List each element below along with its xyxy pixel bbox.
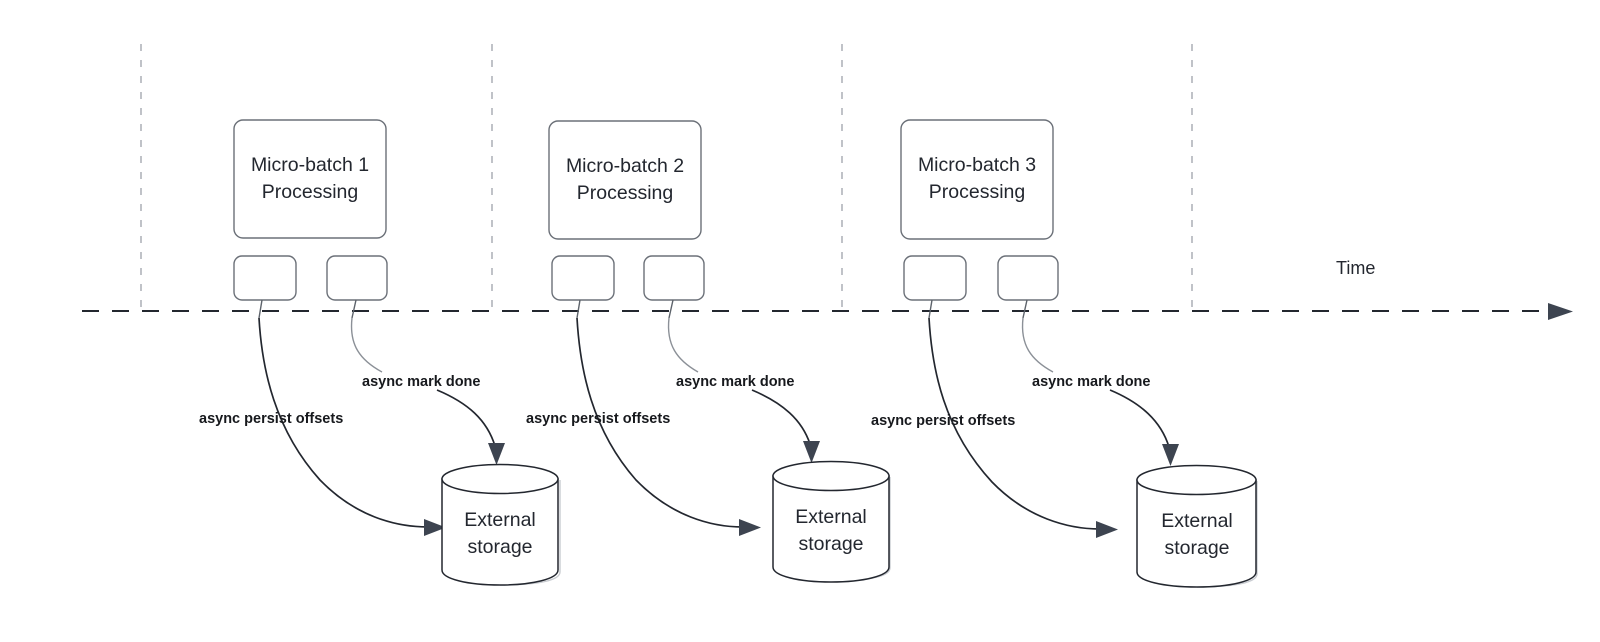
edge-arrowhead-mb1-persist [424, 519, 446, 536]
storage-cylinder-1[interactable]: External storage [441, 463, 561, 586]
edge-arrowhead-mb3-persist [1096, 521, 1118, 538]
task-box-mb3-task-b[interactable] [997, 255, 1059, 301]
edge-label-mb2-persist: async persist offsets [526, 411, 670, 427]
storage-label-line1: External [464, 509, 536, 531]
edge-arrowhead-mb3-mark [1162, 444, 1179, 466]
process-box-micro-batch-2[interactable] [548, 120, 702, 240]
arrow-right-icon [1548, 303, 1573, 320]
edge-mb1-mark-upper [350, 317, 383, 373]
task-stem-mb2-b [668, 299, 674, 319]
edge-mb3-mark-lower [1109, 389, 1170, 448]
task-box-mb2-task-b[interactable] [643, 255, 705, 301]
storage-cylinder-2[interactable]: External storage [772, 460, 891, 583]
boundary-ticks [140, 44, 1193, 316]
micro-batch-2-group: Micro-batch 2 Processing async persist o… [526, 120, 891, 583]
micro-batch-3-group: Micro-batch 3 Processing async persist o… [871, 119, 1258, 588]
process-box-label-line2: Processing [262, 181, 358, 203]
cylinder-top-3 [1136, 464, 1257, 496]
edge-label-mb3-mark: async mark done [1032, 374, 1150, 390]
process-box-micro-batch-3[interactable] [900, 119, 1054, 240]
task-stem-mb3-a [928, 299, 933, 319]
edge-arrowhead-mb1-mark [488, 443, 505, 465]
storage-label-line2: storage [1164, 537, 1229, 559]
edge-label-mb1-persist: async persist offsets [199, 411, 343, 427]
edge-label-mb2-mark: async mark done [676, 374, 794, 390]
process-box-label-line2: Processing [929, 181, 1025, 203]
task-box-mb2-task-a[interactable] [551, 255, 615, 301]
edge-mb2-mark-upper [667, 317, 699, 373]
task-stem-mb2-a [576, 299, 581, 319]
micro-batch-1-group: Micro-batch 1 Processing async persist o… [199, 119, 561, 586]
time-axis [82, 303, 1573, 320]
storage-label-line2: storage [798, 533, 863, 555]
cylinder-top-1 [441, 463, 559, 495]
task-box-mb1-task-b[interactable] [326, 255, 388, 301]
storage-cylinder-3[interactable]: External storage [1136, 464, 1258, 588]
task-box-mb1-task-a[interactable] [233, 255, 297, 301]
time-axis-label: Time [1336, 258, 1375, 278]
edge-mb2-persist [576, 317, 744, 528]
edge-label-mb3-persist: async persist offsets [871, 413, 1015, 429]
storage-label-line1: External [1161, 510, 1233, 532]
edge-mb3-mark-upper [1021, 317, 1054, 373]
edge-mb3-persist [928, 317, 1101, 530]
edge-mb1-persist [258, 317, 429, 528]
edge-mb1-mark-lower [436, 389, 496, 447]
task-stem-mb1-b [351, 299, 357, 319]
task-stem-mb1-a [258, 299, 263, 319]
cylinder-body-3 [1136, 479, 1257, 588]
storage-label-line2: storage [467, 536, 532, 558]
storage-label-line1: External [795, 506, 867, 528]
task-box-mb3-task-a[interactable] [903, 255, 967, 301]
cylinder-body-2 [772, 475, 890, 583]
edge-arrowhead-mb2-persist [739, 519, 761, 536]
edge-mb2-mark-lower [751, 389, 811, 445]
edge-label-mb1-mark: async mark done [362, 374, 480, 390]
task-stem-mb3-b [1022, 299, 1028, 319]
process-box-label-line1: Micro-batch 2 [566, 155, 684, 177]
process-box-micro-batch-1[interactable] [233, 119, 387, 239]
process-box-label-line1: Micro-batch 3 [918, 154, 1036, 176]
cylinder-top-2 [772, 460, 890, 492]
process-box-label-line1: Micro-batch 1 [251, 154, 369, 176]
cylinder-body-1 [441, 478, 559, 586]
edge-arrowhead-mb2-mark [803, 441, 820, 463]
process-box-label-line2: Processing [577, 182, 673, 204]
